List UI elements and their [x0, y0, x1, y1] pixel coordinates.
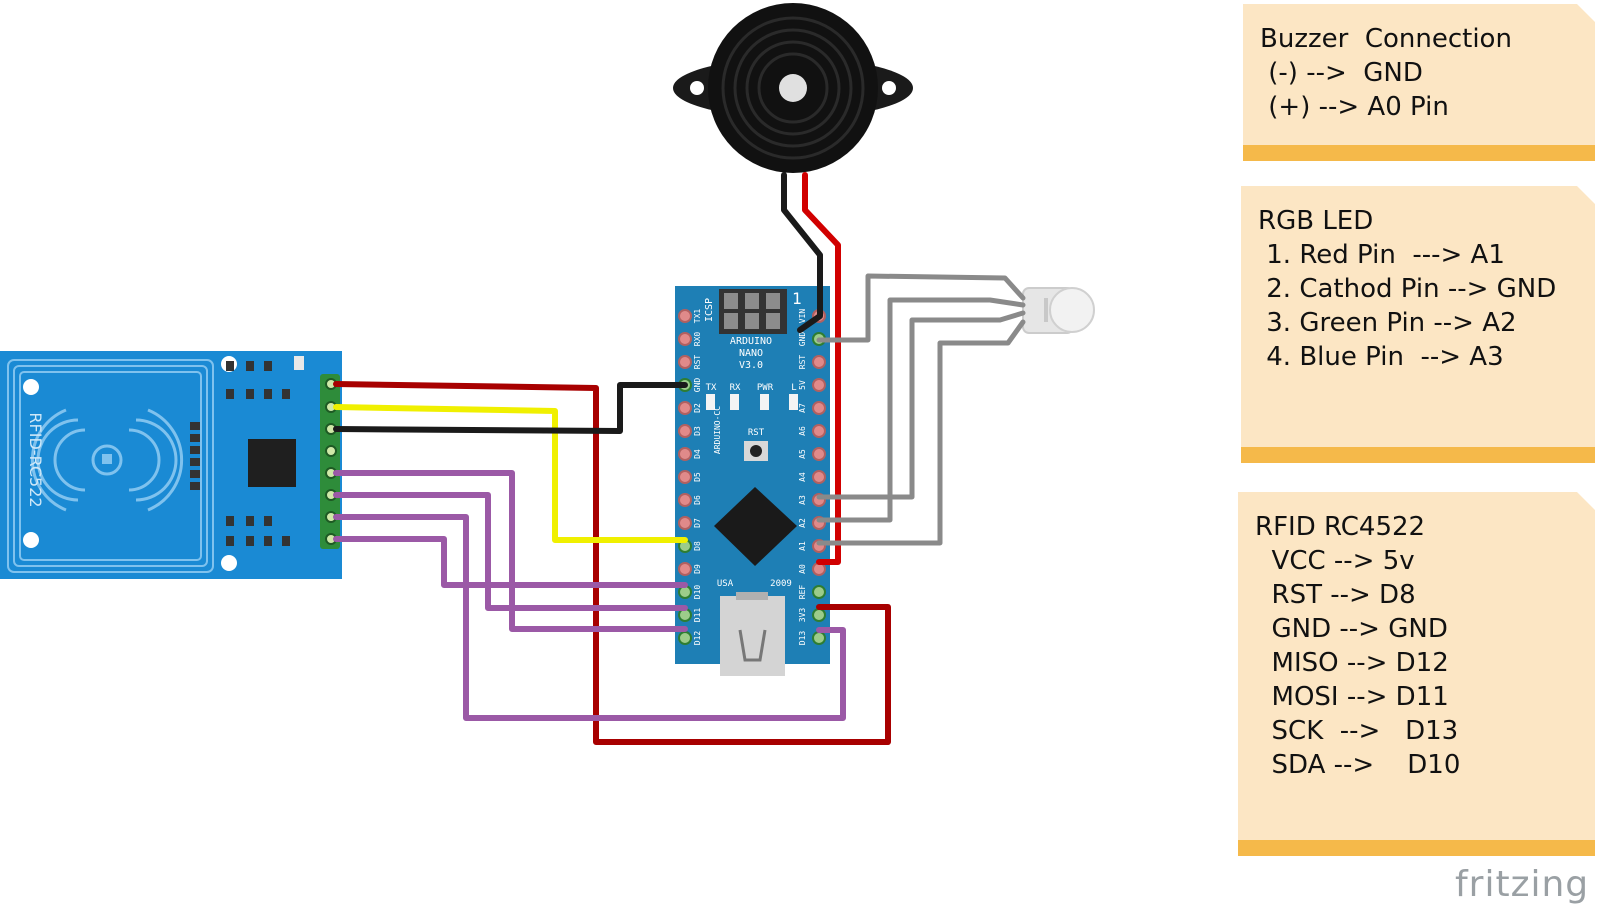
buzzer	[673, 3, 913, 173]
wire-rfid-gnd	[333, 382, 688, 434]
right-pin-label: A4	[798, 472, 807, 482]
nano-name-line-2: NANO	[739, 348, 763, 359]
wires	[333, 172, 1026, 745]
atmega-chip	[714, 487, 797, 566]
right-pin-labels: VIN GND RST 5V A7 A6 A5 A4 A3 A2 A1 A0 R…	[798, 309, 807, 646]
note-rfid: RFID RC4522 VCC --> 5v RST --> D8 GND --…	[1238, 492, 1595, 856]
wire-led-red	[816, 297, 1026, 523]
left-pin-label: D11	[693, 608, 702, 623]
right-pin-label: A1	[798, 541, 807, 551]
country-label: USA	[717, 579, 734, 589]
note-rgb-title: RGB LED	[1258, 206, 1374, 236]
note-rfid-line: GND --> GND	[1255, 614, 1448, 644]
note-rgb-line: 4. Blue Pin --> A3	[1258, 342, 1504, 372]
note-buzzer-line: (+) --> A0 Pin	[1260, 92, 1449, 122]
left-pin-label: D5	[693, 472, 702, 482]
wire-buzzer-gnd	[781, 172, 823, 333]
right-pin-label: A5	[798, 449, 807, 459]
usb-connector	[720, 596, 785, 676]
left-pin-label: GND	[693, 378, 702, 393]
rfid-chip	[248, 439, 296, 487]
wire-rfid-sda	[333, 536, 688, 588]
right-pin-label: A3	[798, 495, 807, 505]
right-pin-label: RST	[798, 355, 807, 370]
icsp-number: 1	[792, 289, 802, 308]
note-rgb-line: 3. Green Pin --> A2	[1258, 308, 1517, 338]
right-pin-label: 3V3	[798, 608, 807, 623]
left-pin-label: RST	[693, 355, 702, 370]
left-pin-label: D2	[693, 403, 702, 413]
note-buzzer-title: Buzzer Connection	[1260, 24, 1512, 54]
wire-rfid-vcc	[333, 381, 891, 745]
right-pin-label: A6	[798, 426, 807, 436]
note-rgb-led: RGB LED 1. Red Pin ---> A1 2. Cathod Pin…	[1241, 186, 1595, 463]
wire-rfid-miso	[333, 470, 688, 632]
note-buzzer-line: (-) --> GND	[1260, 58, 1423, 88]
left-pin-labels: TX1 RX0 RST GND D2 D3 D4 D5 D6 D7 D8 D9 …	[693, 309, 702, 646]
note-buzzer: Buzzer Connection (-) --> GND (+) --> A0…	[1243, 4, 1595, 161]
right-pin-label: GND	[798, 332, 807, 347]
nano-side-label: ARDUINO-CC	[713, 406, 722, 454]
left-pin-label: RX0	[693, 332, 702, 347]
led-label-pwr: PWR	[757, 383, 774, 393]
note-rgb-line: 1. Red Pin ---> A1	[1258, 240, 1505, 270]
left-pin-label: D3	[693, 426, 702, 436]
left-pin-label: D6	[693, 495, 702, 505]
left-pin-label: D10	[693, 585, 702, 600]
nano-name-line-1: ARDUINO	[730, 336, 772, 347]
right-pin-label: REF	[798, 585, 807, 600]
left-pin-label: D4	[693, 449, 702, 459]
note-rfid-line: MISO --> D12	[1255, 648, 1449, 678]
note-rfid-line: RST --> D8	[1255, 580, 1416, 610]
wire-rfid-sck	[333, 514, 846, 721]
wire-rfid-rst	[333, 404, 688, 543]
led-label-tx: TX	[706, 383, 717, 393]
arduino-nano: ICSP 1 ARDUINO NANO V3.0 TX RX PWR L ARD…	[675, 286, 830, 676]
wire-rfid-mosi	[333, 492, 688, 611]
right-pin-label: VIN	[798, 309, 807, 324]
nano-name-line-3: V3.0	[739, 360, 763, 371]
left-pin-label: D7	[693, 518, 702, 528]
reset-label: RST	[748, 428, 765, 438]
right-pin-label: A0	[798, 564, 807, 574]
note-rfid-line: MOSI --> D11	[1255, 682, 1449, 712]
note-rfid-line: SCK --> D13	[1255, 716, 1459, 746]
year-label: 2009	[770, 579, 792, 589]
rfid-module: RFID-RC522	[0, 351, 342, 579]
right-pin-label: A7	[798, 403, 807, 413]
right-pin-column	[812, 309, 826, 645]
note-rfid-line: SDA --> D10	[1255, 750, 1461, 780]
icsp-label: ICSP	[704, 298, 715, 322]
left-pin-column	[678, 309, 692, 645]
wire-buzzer-a0	[802, 172, 841, 565]
wire-led-cathode	[816, 273, 1026, 343]
left-pin-label: D12	[693, 631, 702, 646]
rgb-led	[1022, 287, 1095, 334]
note-rfid-line: VCC --> 5v	[1255, 546, 1415, 576]
left-pin-label: D8	[693, 541, 702, 551]
right-pin-label: D13	[798, 631, 807, 646]
left-pin-label: TX1	[693, 309, 702, 324]
note-rfid-title: RFID RC4522	[1255, 512, 1426, 542]
wire-led-green	[816, 310, 1026, 500]
led-label-l: L	[791, 383, 796, 393]
left-pin-label: D9	[693, 564, 702, 574]
right-pin-label: A2	[798, 518, 807, 528]
rfid-label: RFID-RC522	[26, 412, 45, 507]
fritzing-logo: fritzing	[1455, 864, 1590, 905]
led-label-rx: RX	[730, 383, 741, 393]
right-pin-label: 5V	[798, 380, 807, 390]
note-rgb-line: 2. Cathod Pin --> GND	[1258, 274, 1557, 304]
wire-led-blue	[816, 319, 1026, 546]
